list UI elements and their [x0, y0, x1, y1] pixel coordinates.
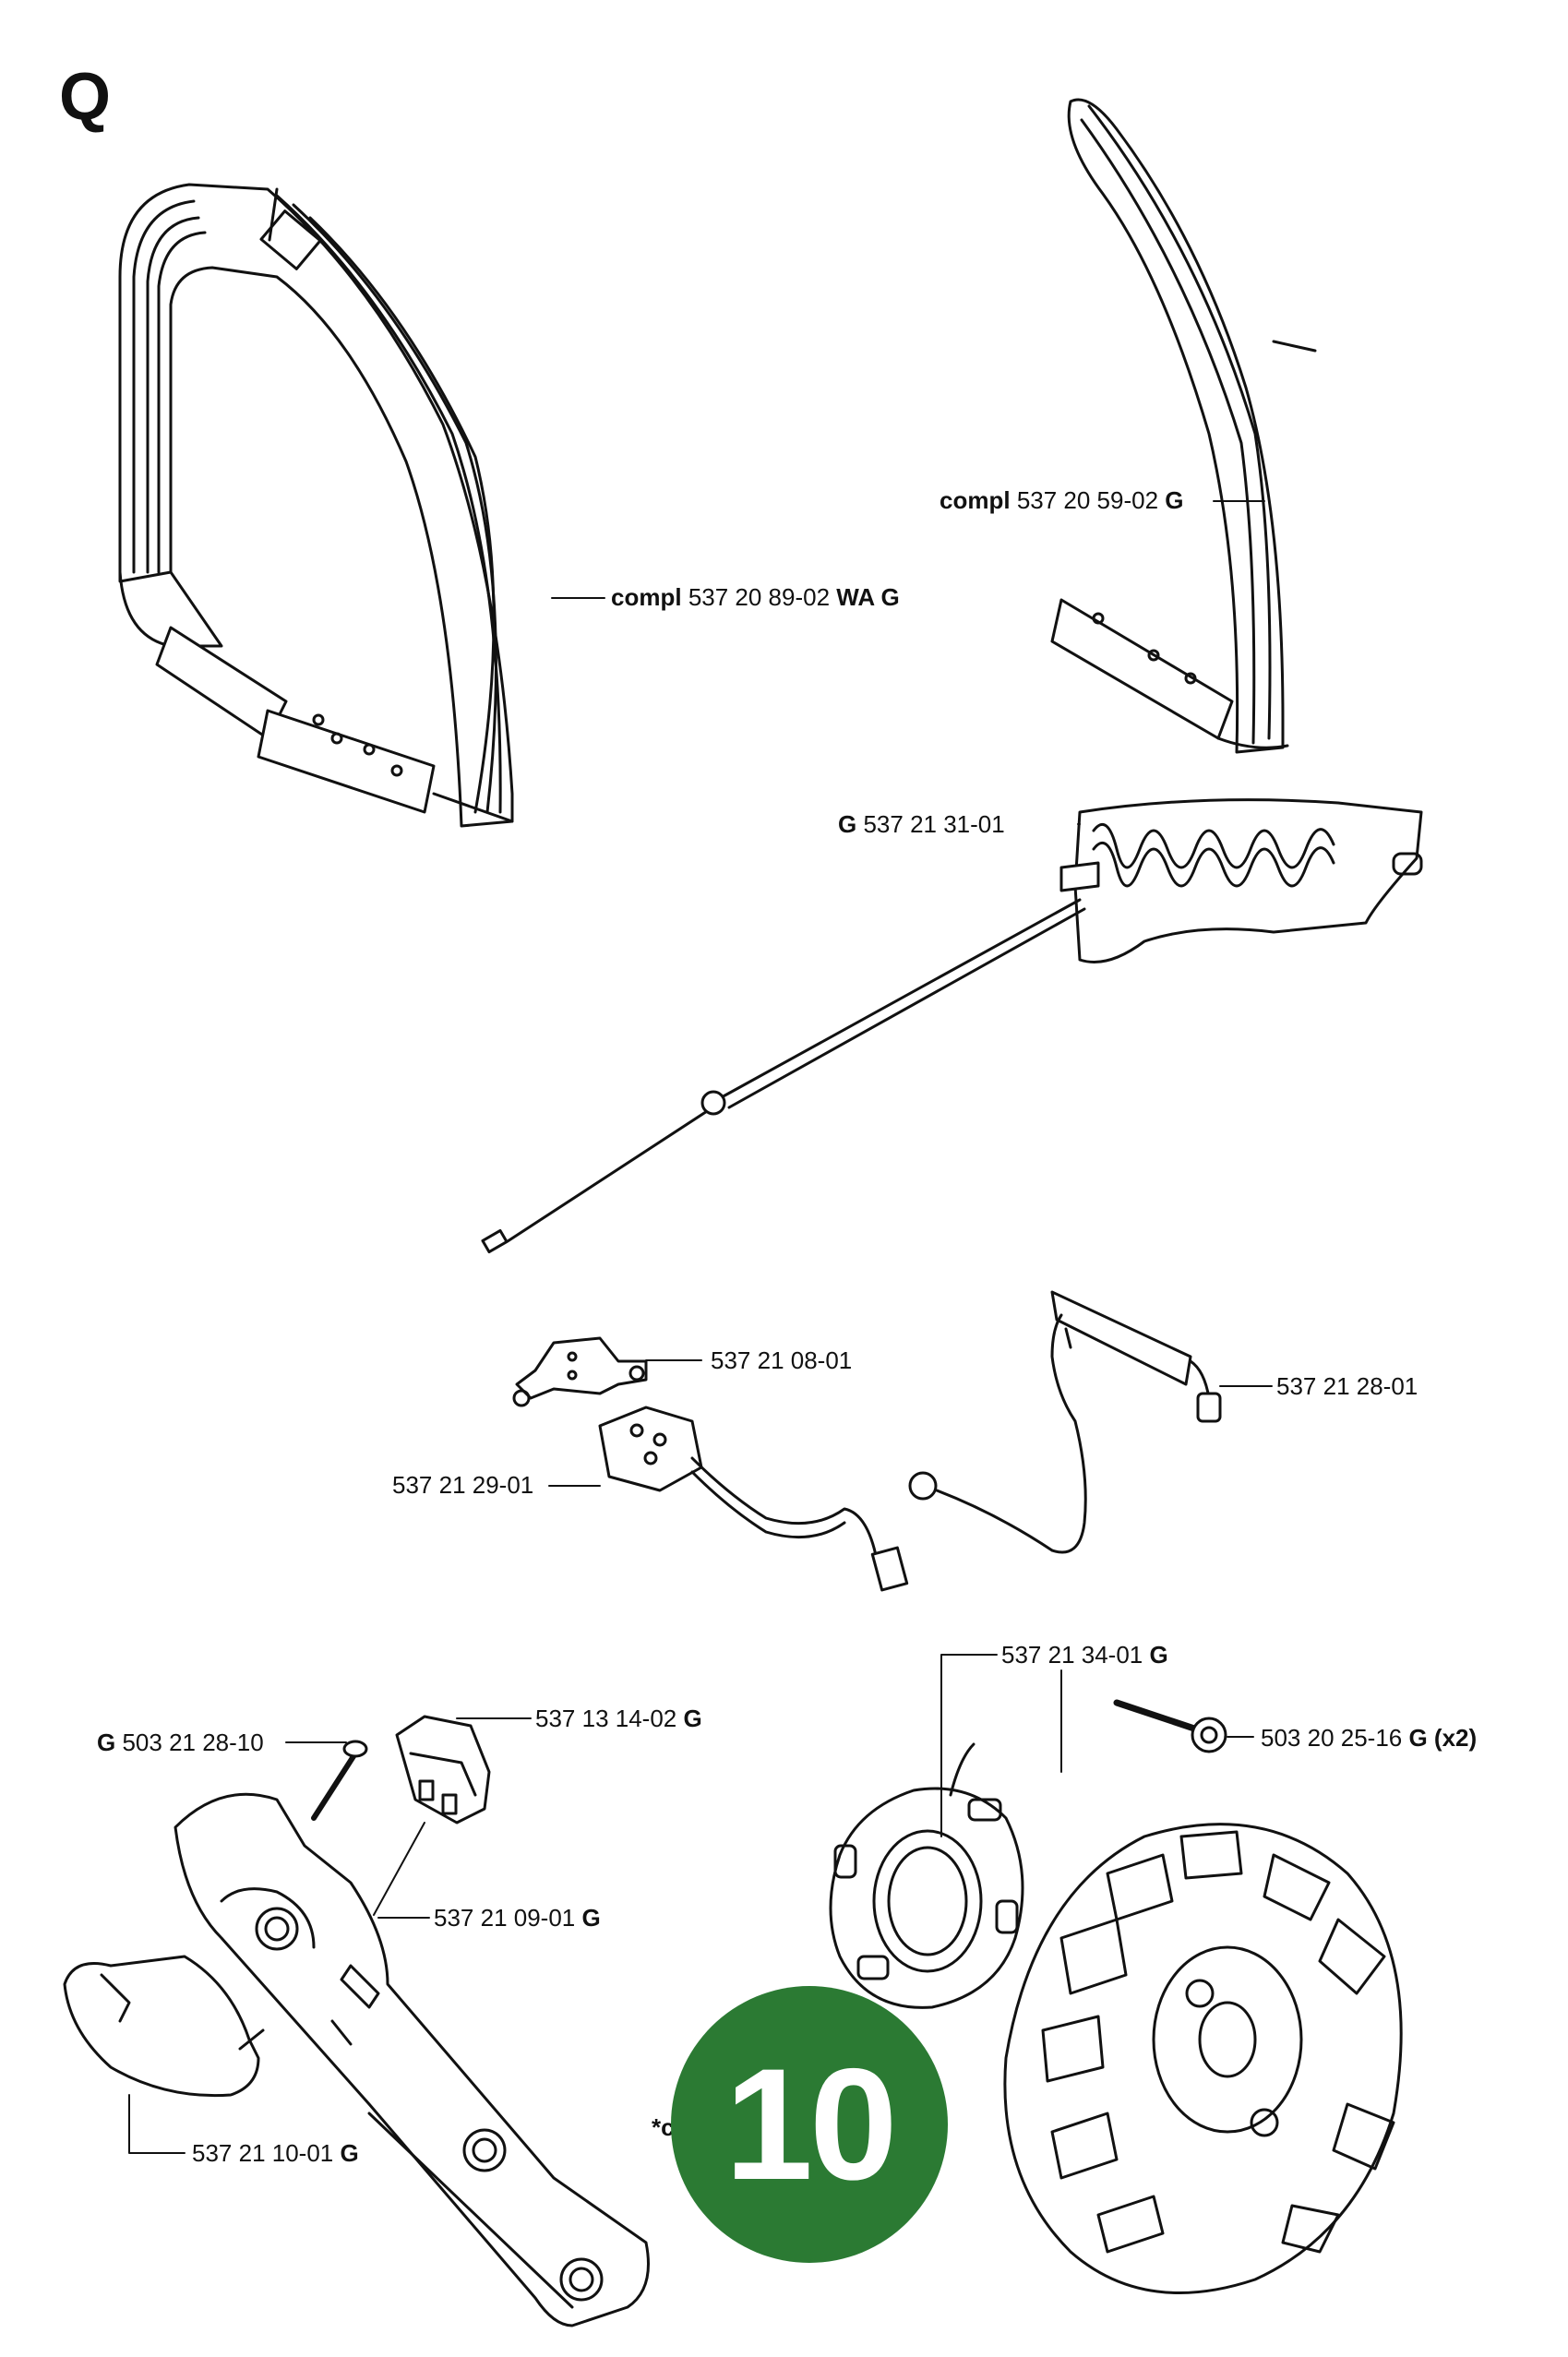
leader-lines [128, 500, 1273, 2154]
label-switch-holder: 537 21 09-01 G [434, 1904, 601, 1932]
label-switch-unit: 537 21 29-01 [392, 1471, 534, 1499]
stator-drawing [829, 1742, 1024, 2009]
page-number-badge: 10 [671, 1986, 948, 2263]
front-handle-drawing [118, 183, 514, 828]
label-clamp: 537 21 08-01 [711, 1346, 853, 1374]
heating-element-drawing [481, 798, 1423, 1254]
rear-handle-drawing [1050, 98, 1317, 754]
label-screw: G 503 21 28-10 [97, 1729, 264, 1756]
truncated-note: *c [652, 2113, 675, 2141]
page-number: 10 [724, 2036, 897, 2213]
cable-connector-drawing [908, 1290, 1222, 1554]
clamp-drawing [512, 1336, 648, 1407]
label-handle-cover: 537 21 10-01 G [192, 2139, 359, 2167]
screw-m5-drawing [1113, 1699, 1227, 1753]
sheet-letter: Q [59, 60, 112, 134]
label-rear-handle: compl 537 20 59-02 G [940, 486, 1184, 514]
label-cable-connector: 537 21 28-01 [1276, 1372, 1418, 1400]
handle-cover-drawing [63, 1955, 265, 2098]
label-switch: 537 13 14-02 G [535, 1705, 702, 1732]
label-screw-m5: 503 20 25-16 G (x2) [1261, 1724, 1478, 1752]
switch-unit-drawing [598, 1406, 909, 1592]
label-heating-element: G 537 21 31-01 [838, 810, 1005, 838]
screw-drawing [311, 1740, 368, 1821]
flywheel-drawing [1003, 1823, 1403, 2294]
label-stator: 537 21 34-01 G [1001, 1641, 1168, 1669]
label-front-handle: compl 537 20 89-02 WA G [611, 583, 900, 611]
switch-drawing [395, 1715, 491, 1825]
handle-body-drawing [174, 1792, 650, 2327]
